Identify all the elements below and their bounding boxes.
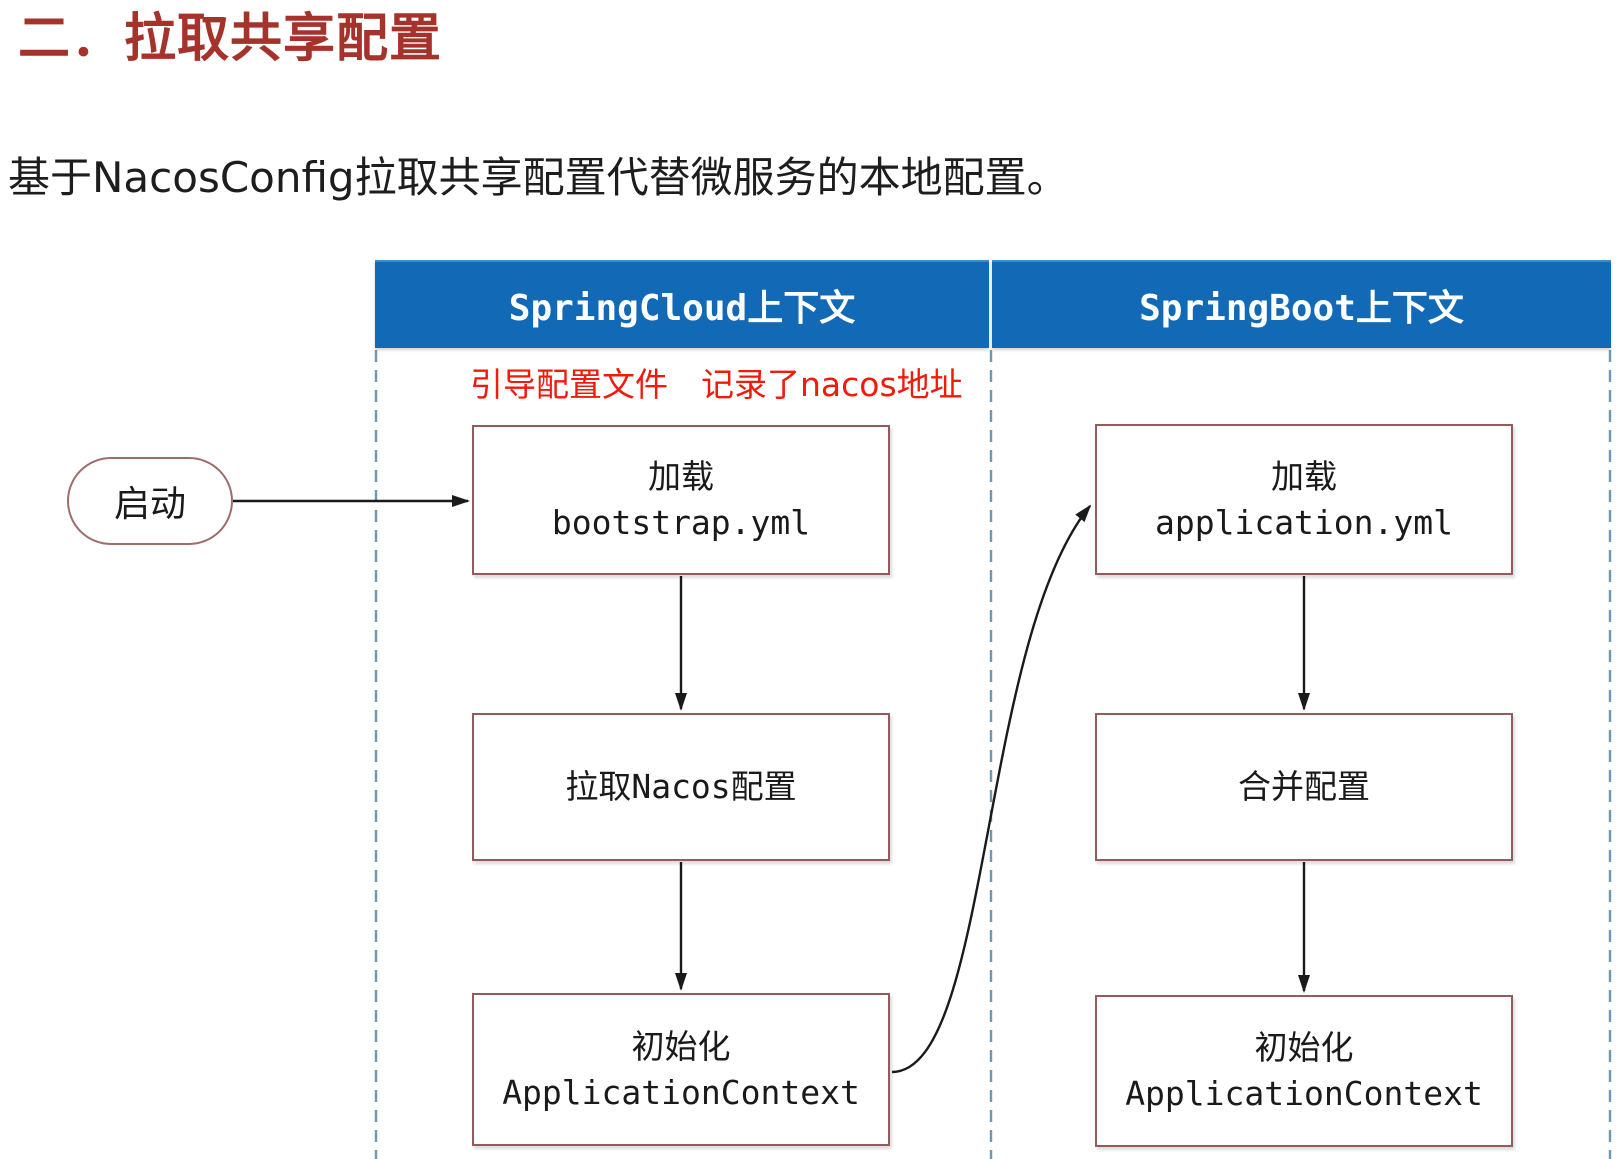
lane-header-springboot: SpringBoot上下文 (992, 260, 1611, 348)
annotation-bootstrap-note: 引导配置文件 记录了nacos地址 (470, 365, 963, 404)
lane-header-springcloud-label: SpringCloud上下文 (508, 288, 856, 329)
lane-header-springcloud: SpringCloud上下文 (375, 260, 989, 348)
start-node: 启动 (67, 457, 233, 545)
node-load-application: 加载 application.yml (1095, 424, 1513, 575)
node-init-applicationcontext-boot-line2: ApplicationContext (1125, 1074, 1483, 1113)
node-merge-config: 合并配置 (1095, 713, 1513, 861)
lane-header-springboot-label: SpringBoot上下文 (1139, 288, 1464, 329)
page-subtitle: 基于NacosConfig拉取共享配置代替微服务的本地配置。 (8, 153, 1069, 202)
node-load-bootstrap-line1: 加载 (648, 457, 714, 497)
page-title: 二．拉取共享配置 (18, 9, 443, 69)
node-init-applicationcontext-boot-line1: 初始化 (1254, 1028, 1354, 1068)
node-merge-config-label: 合并配置 (1238, 767, 1370, 807)
node-load-application-line2: application.yml (1154, 502, 1453, 542)
start-node-label: 启动 (113, 484, 186, 525)
node-pull-nacos-config-label: 拉取Nacos配置 (565, 767, 797, 807)
node-init-applicationcontext-cloud-line1: 初始化 (631, 1026, 731, 1066)
arrow-init-context-to-load-application (891, 504, 1092, 1074)
node-init-applicationcontext-cloud-line2: ApplicationContext (502, 1072, 860, 1112)
node-pull-nacos-config: 拉取Nacos配置 (472, 713, 890, 861)
node-load-bootstrap-line2: bootstrap.yml (551, 503, 811, 542)
node-load-application-line1: 加载 (1271, 456, 1337, 496)
node-init-applicationcontext-boot: 初始化 ApplicationContext (1095, 995, 1513, 1147)
node-load-bootstrap: 加载 bootstrap.yml (472, 425, 890, 575)
node-init-applicationcontext-cloud: 初始化 ApplicationContext (472, 993, 890, 1146)
